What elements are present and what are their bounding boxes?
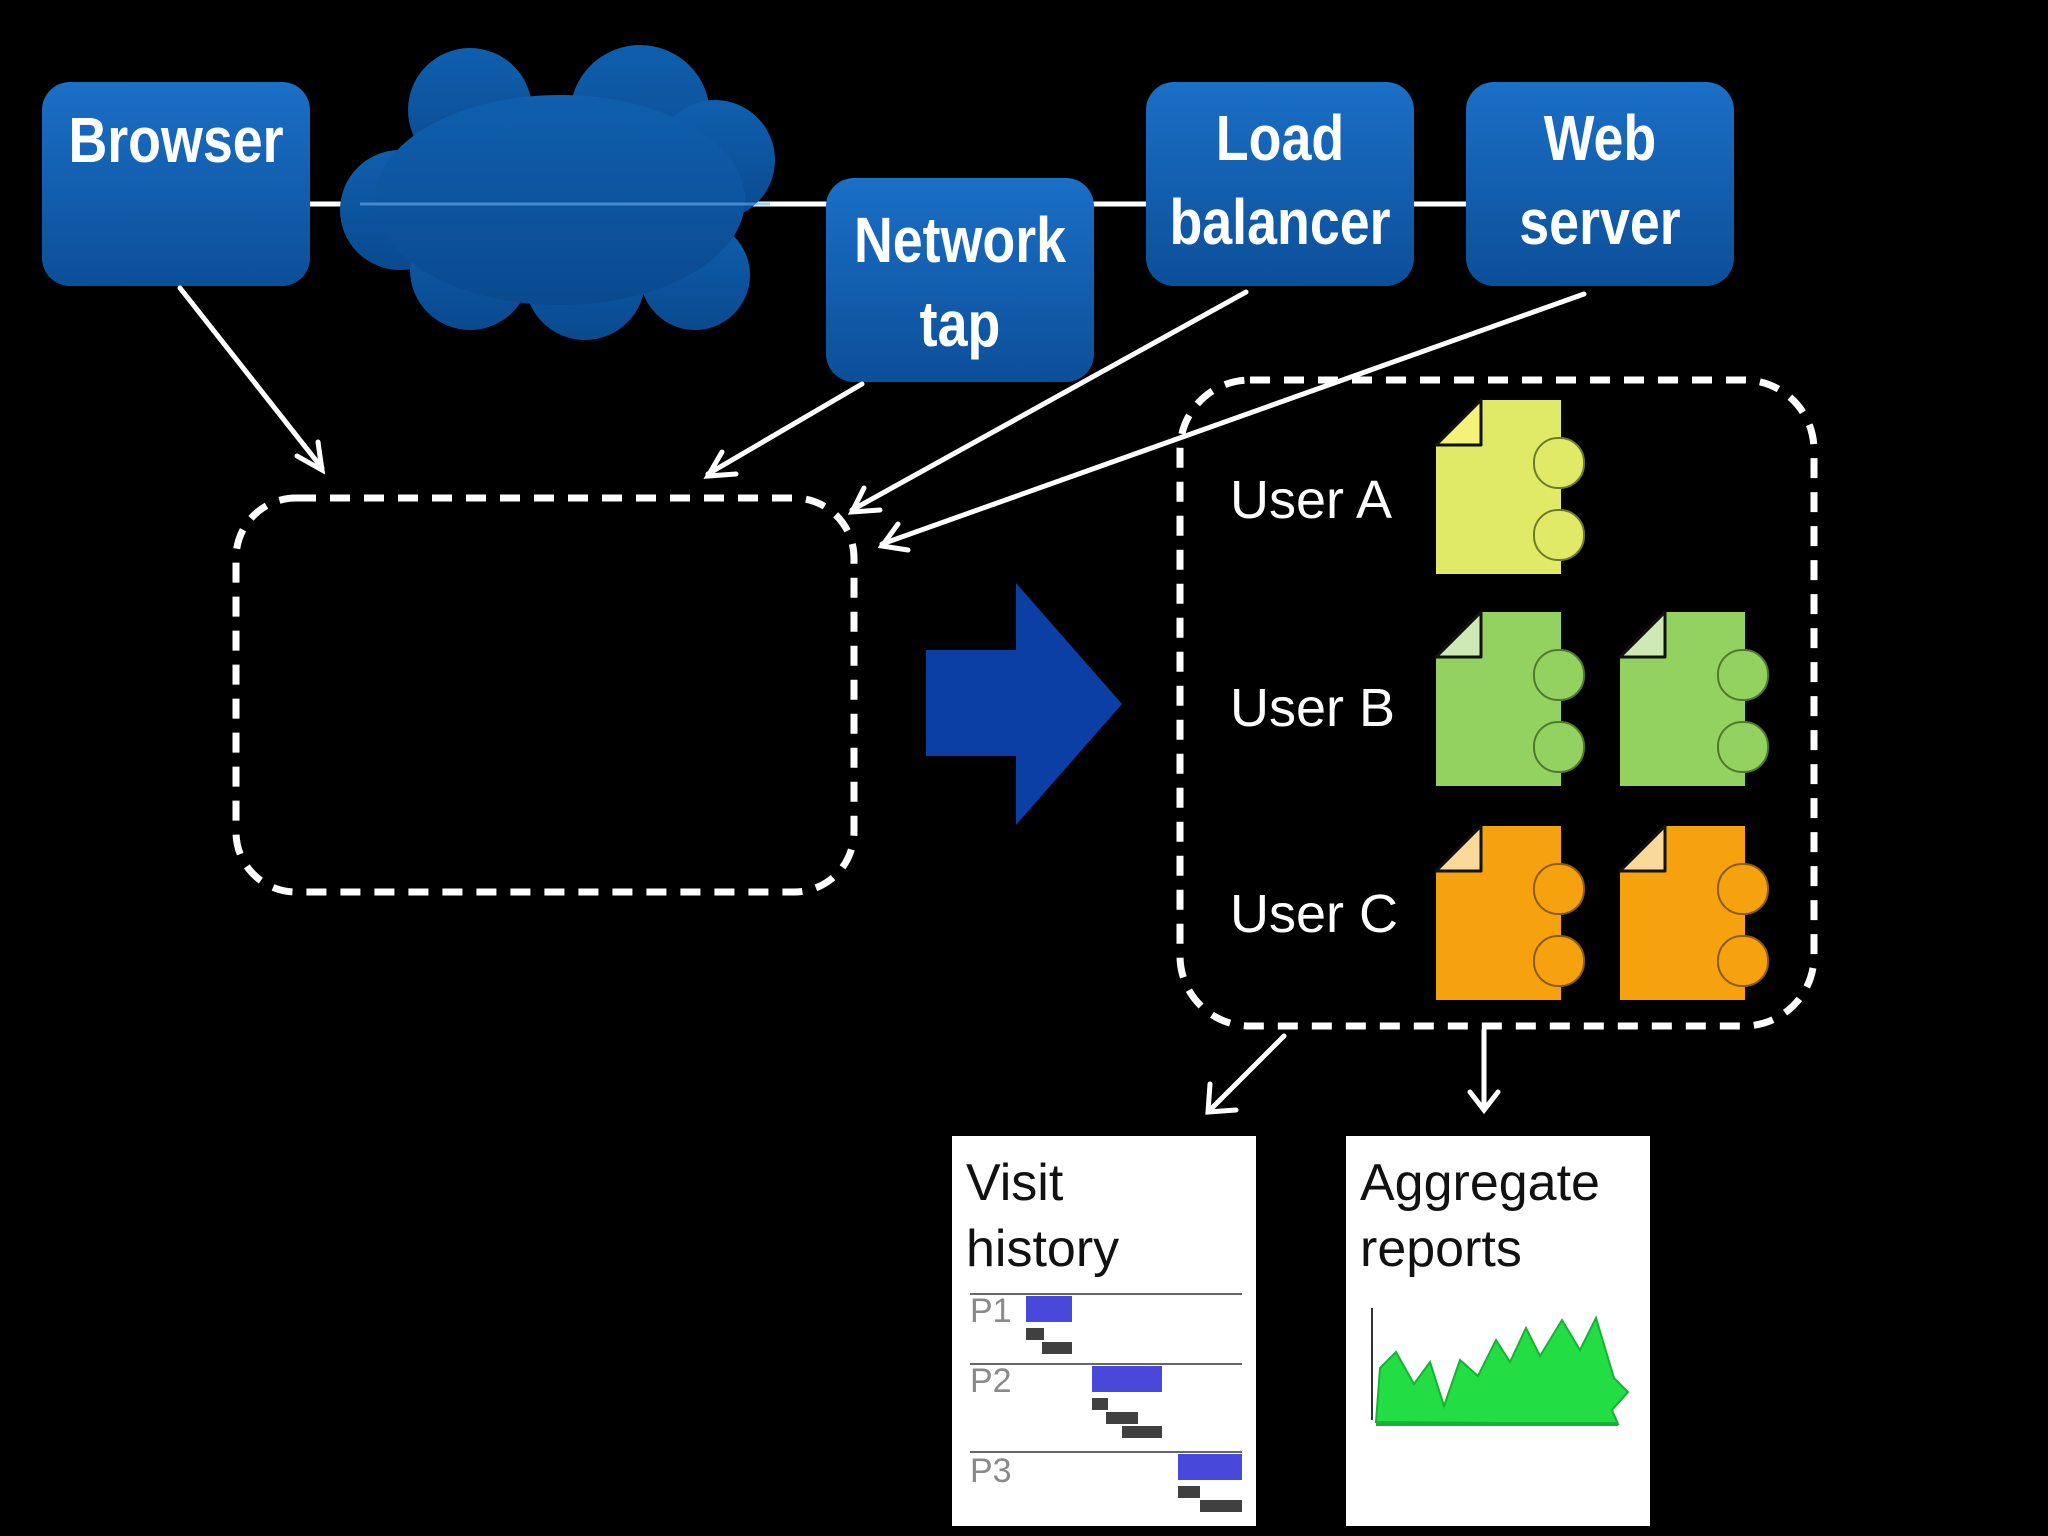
user-a-label: User A: [1230, 470, 1392, 530]
arrow-network-tap: [705, 381, 865, 477]
browser-node: Browser: [42, 82, 310, 286]
visit-row-p3-label: P3: [970, 1452, 1012, 1490]
web-server-node: Web server: [1466, 82, 1734, 286]
collector-box: [232, 494, 858, 896]
p3-sub-bar: [1178, 1486, 1200, 1498]
arrow-load-balancer: [849, 289, 1249, 513]
aggregate-reports-title-line1: Aggregate: [1360, 1154, 1600, 1212]
load-balancer-node: Load balancer: [1146, 82, 1414, 286]
area-chart-icon: [1371, 1308, 1630, 1426]
p2-request-bar: [1092, 1366, 1162, 1392]
aggregate-reports-title-line2: reports: [1360, 1220, 1522, 1278]
output-arrows: [1205, 1027, 1501, 1115]
arrowhead-aggregate-reports: [1467, 1089, 1501, 1115]
user-a-doc-1-icon: [1434, 398, 1585, 574]
internet-cloud-icon: [340, 45, 775, 340]
p1-sub-bar: [1026, 1328, 1044, 1340]
web-server-label-line2: server: [1519, 186, 1680, 259]
visit-history-card: Visit history P1 P2 P3: [952, 1136, 1256, 1526]
user-logs-box: [1176, 376, 1818, 1030]
p2-sub-bar: [1122, 1426, 1162, 1438]
user-b-doc-1-icon: [1434, 610, 1585, 786]
visit-history-title-line2: history: [966, 1220, 1119, 1278]
arrow-web-server: [879, 291, 1587, 547]
visit-history-title-line1: Visit: [966, 1154, 1064, 1212]
network-tap-node: Network tap: [826, 178, 1094, 382]
p3-sub-bar: [1200, 1500, 1242, 1512]
arrowhead-network-tap: [703, 449, 739, 479]
browser-label: Browser: [68, 104, 283, 177]
arrowhead-web-server: [877, 521, 911, 553]
user-c-label: User C: [1230, 884, 1398, 944]
visit-row-p2-label: P2: [970, 1362, 1012, 1400]
visit-row-p1-label: P1: [970, 1292, 1012, 1330]
arrowhead-browser: [294, 439, 326, 475]
user-c-doc-1-icon: [1434, 824, 1585, 1000]
flow-arrow-icon: [926, 583, 1122, 825]
p2-sub-bar: [1092, 1398, 1108, 1410]
user-b-label: User B: [1230, 678, 1395, 738]
p1-request-bar: [1026, 1296, 1072, 1322]
p1-sub-bar: [1042, 1342, 1072, 1354]
user-c-doc-2-icon: [1618, 824, 1769, 1000]
network-tap-label-line1: Network: [854, 204, 1066, 277]
arrowhead-visit-history: [1205, 1081, 1239, 1115]
load-balancer-label-line2: balancer: [1169, 186, 1390, 259]
network-tap-label-line2: tap: [920, 288, 1001, 361]
p2-sub-bar: [1106, 1412, 1138, 1424]
arrow-browser: [177, 285, 325, 471]
load-balancer-label-line1: Load: [1216, 102, 1344, 175]
web-server-label-line1: Web: [1544, 102, 1656, 175]
arrowhead-load-balancer: [847, 485, 883, 515]
arrow-to-visit-history: [1207, 1033, 1287, 1113]
user-b-doc-2-icon: [1618, 610, 1769, 786]
p3-request-bar: [1178, 1454, 1242, 1480]
collector-arrows: [177, 285, 1587, 553]
aggregate-reports-card: Aggregate reports: [1346, 1136, 1650, 1526]
